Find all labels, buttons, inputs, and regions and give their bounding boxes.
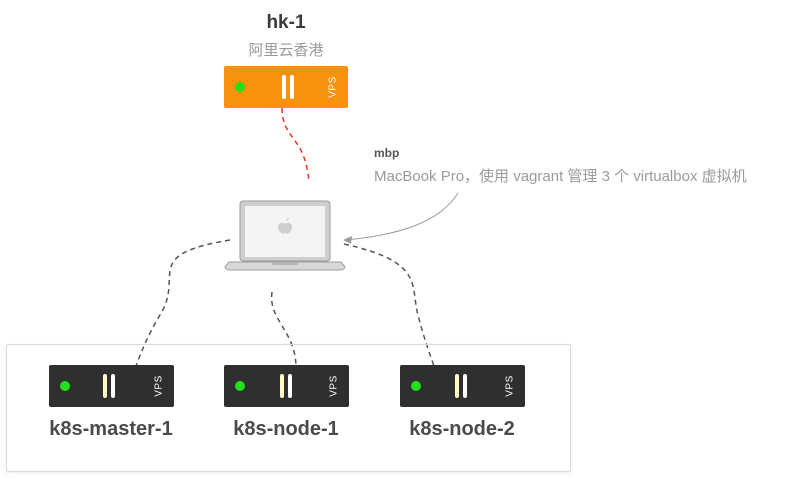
annotation-arrowhead [343,236,352,244]
hub-subtitle: 阿里云香港 [248,42,324,59]
node-name-node2: k8s-node-2 [409,418,515,440]
cluster-container [6,344,571,472]
server-tag: VPS [328,375,340,397]
hub-server: VPS [224,66,348,108]
node-server-node1: VPS [224,365,349,407]
server-slot-icon [111,374,115,398]
laptop-description: MacBook Pro，使用 vagrant 管理 3 个 virtualbox… [374,168,747,185]
server-slot-icon [282,75,286,99]
hub-title: hk-1 [266,12,306,33]
laptop-label: mbp [374,146,400,160]
laptop-node1-link [270,291,297,367]
annotation-arrow [344,192,459,241]
status-led-icon [411,381,421,391]
server-slot-icon [103,374,107,398]
status-led-icon [235,82,245,92]
server-tag: VPS [327,76,339,98]
hub-laptop-link [281,107,310,183]
status-led-icon [235,381,245,391]
server-tag: VPS [504,375,516,397]
node-name-master: k8s-master-1 [49,418,173,440]
macbook-icon [224,200,346,271]
server-slot-icon [290,75,294,99]
server-tag: VPS [153,375,165,397]
status-led-icon [60,381,70,391]
node-server-master: VPS [49,365,174,407]
server-slot-icon [288,374,292,398]
server-slot-icon [280,374,284,398]
laptop-master-link [135,239,231,367]
node-name-node1: k8s-node-1 [233,418,339,440]
server-slot-icon [455,374,459,398]
laptop-node2-link [343,243,435,367]
server-slot-icon [463,374,467,398]
node-server-node2: VPS [400,365,525,407]
